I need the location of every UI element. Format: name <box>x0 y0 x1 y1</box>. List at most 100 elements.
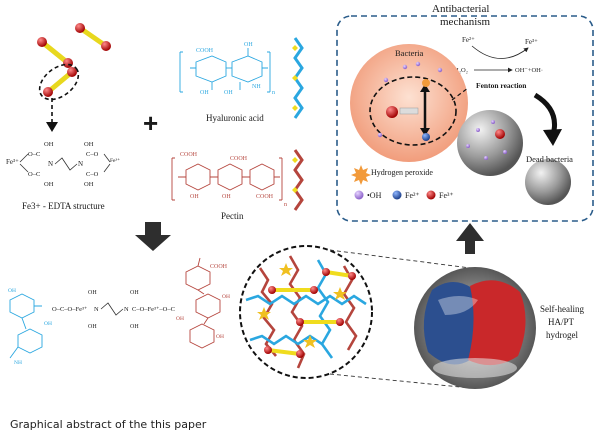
svg-text:Fe³⁺: Fe³⁺ <box>6 158 19 166</box>
pectin-labels: COOH COOH COOH OH OH n <box>180 152 287 208</box>
hyaluronic-acid-labels: COOH OH OH OH NH n <box>196 42 275 96</box>
svg-text:C–O: C–O <box>86 171 99 178</box>
hydrogel-label-line3: hydrogel <box>546 330 578 340</box>
svg-text:OH: OH <box>130 324 139 330</box>
hydrogel-highlight <box>438 296 478 315</box>
svg-text:COOH: COOH <box>230 156 248 162</box>
zoom-guide-top <box>329 249 471 269</box>
svg-text:OH: OH <box>8 288 16 294</box>
hydrogel-label-line2: HA/PT <box>548 317 575 327</box>
hyaluronic-acid-label: Hyaluronic acid <box>206 113 264 123</box>
svg-text:n: n <box>284 202 287 208</box>
svg-text:N: N <box>78 160 83 168</box>
hydrogen-peroxide-icon <box>351 165 371 185</box>
svg-text:OH: OH <box>88 324 97 330</box>
svg-text:OH: OH <box>44 321 52 327</box>
dead-bacteria-small <box>525 159 571 205</box>
svg-text:O–C: O–C <box>28 151 40 158</box>
svg-text:Fe³⁺: Fe³⁺ <box>525 38 538 46</box>
hydrogel-blue-half <box>423 281 476 365</box>
svg-text:N: N <box>94 306 99 313</box>
ha-chain-icon <box>292 37 304 119</box>
hydrogel-red-half <box>468 280 526 366</box>
svg-text:COOH: COOH <box>196 48 214 54</box>
svg-text:OH: OH <box>222 194 231 200</box>
fe-edta-label: Fe3+ - EDTA structure <box>22 201 105 211</box>
crosslinked-structure-pectin <box>185 257 221 349</box>
svg-text:NH: NH <box>14 360 22 366</box>
hyaluronic-acid-structure <box>179 48 271 93</box>
svg-text:O–C: O–C <box>28 171 40 178</box>
svg-text:O–C–O–Fe³⁺: O–C–O–Fe³⁺ <box>52 306 88 313</box>
dead-bacteria-contents <box>466 120 507 160</box>
fe2-label: Fe²⁺ <box>405 191 420 200</box>
figure-caption: Graphical abstract of the this paper <box>10 418 207 431</box>
oh-radical-label: •OH <box>367 191 382 200</box>
svg-text:H₂O₂: H₂O₂ <box>454 67 468 74</box>
fenton-label: Fenton reaction <box>476 81 527 90</box>
svg-text:COOH: COOH <box>210 264 228 270</box>
crosslinked-structure-edta: O–C–O–Fe³⁺ OH OH N N OH OH C–O–Fe³⁺–O–C <box>52 290 175 330</box>
zoom-guide-bottom <box>329 373 471 389</box>
svg-text:OH: OH <box>88 290 97 296</box>
fenton-reaction: Fe²⁺ Fe³⁺ H₂O₂ OH⁻+OH· <box>454 36 543 74</box>
hydrogen-peroxide-label: Hydrogen peroxide <box>371 168 433 177</box>
svg-text:C–O–Fe³⁺–O–C: C–O–Fe³⁺–O–C <box>132 306 175 313</box>
svg-text:OH: OH <box>44 141 54 148</box>
svg-text:OH: OH <box>244 42 253 48</box>
oh-radical-icon <box>354 190 364 200</box>
svg-text:COOH: COOH <box>256 194 274 200</box>
svg-text:OH: OH <box>200 90 209 96</box>
network-stars <box>257 263 347 348</box>
hydrogel-base-shadow <box>433 358 517 378</box>
up-arrow-icon <box>456 223 484 254</box>
fe3-label: Fe³⁺ <box>439 191 454 200</box>
svg-text:n: n <box>272 90 275 96</box>
bacteria-to-fenton-connector <box>451 87 469 101</box>
svg-text:C–O: C–O <box>86 151 99 158</box>
svg-text:OH: OH <box>224 90 233 96</box>
crosslinked-ha-labels: OH OH NH <box>8 288 52 366</box>
fe-edta-structure: Fe³⁺ O–C O–C OH OH N N OH OH C–O C–O Fe³… <box>6 141 120 188</box>
curved-arrow-icon <box>533 92 557 136</box>
pectin-structure <box>171 157 283 201</box>
pectin-label: Pectin <box>221 211 244 221</box>
mechanism-panel <box>336 15 594 222</box>
svg-text:OH: OH <box>216 334 224 340</box>
network-zoom-circle <box>239 245 373 379</box>
svg-text:OH: OH <box>84 141 94 148</box>
svg-text:COOH: COOH <box>180 152 198 158</box>
svg-text:OH: OH <box>44 181 54 188</box>
svg-text:OH: OH <box>222 294 230 300</box>
network-crosslinks <box>264 268 356 358</box>
dead-bacteria-label: Dead bacteria <box>526 154 573 164</box>
mechanism-title-line2: mechanism <box>440 16 491 28</box>
bacteria-label: Bacteria <box>395 48 424 58</box>
svg-text:NH: NH <box>252 84 261 90</box>
svg-text:Fe³⁺: Fe³⁺ <box>110 157 120 164</box>
svg-text:OH: OH <box>130 290 139 296</box>
fe3-icon <box>426 190 436 200</box>
bacteria-contents <box>377 61 443 141</box>
hydrogel-label-line1: Self-healing <box>540 304 584 314</box>
svg-text:N: N <box>48 160 53 168</box>
bacteria-dashed-outline <box>369 76 457 146</box>
fe-edta-crosslinker-icons <box>37 23 111 132</box>
svg-text:Fe²⁺: Fe²⁺ <box>462 36 475 44</box>
curved-arrow-head <box>543 129 562 146</box>
svg-text:OH: OH <box>176 316 184 322</box>
fe2-icon <box>392 190 402 200</box>
crosslinked-pectin-labels: COOH OH OH OH <box>176 264 230 340</box>
svg-text:OH⁻+OH·: OH⁻+OH· <box>515 67 543 74</box>
crosslinked-structure-ha <box>9 293 43 359</box>
dead-bacteria-large <box>457 110 523 176</box>
mechanism-title-line1: Antibacterial <box>432 3 489 15</box>
svg-text:OH: OH <box>84 181 94 188</box>
plus-sign: + <box>143 108 158 138</box>
down-arrow-icon <box>135 222 171 251</box>
svg-text:OH: OH <box>190 194 199 200</box>
svg-text:N: N <box>124 306 129 313</box>
mechanism-legend: Hydrogen peroxide •OH Fe²⁺ Fe³⁺ <box>351 165 454 200</box>
pectin-chain-icon <box>292 149 304 211</box>
